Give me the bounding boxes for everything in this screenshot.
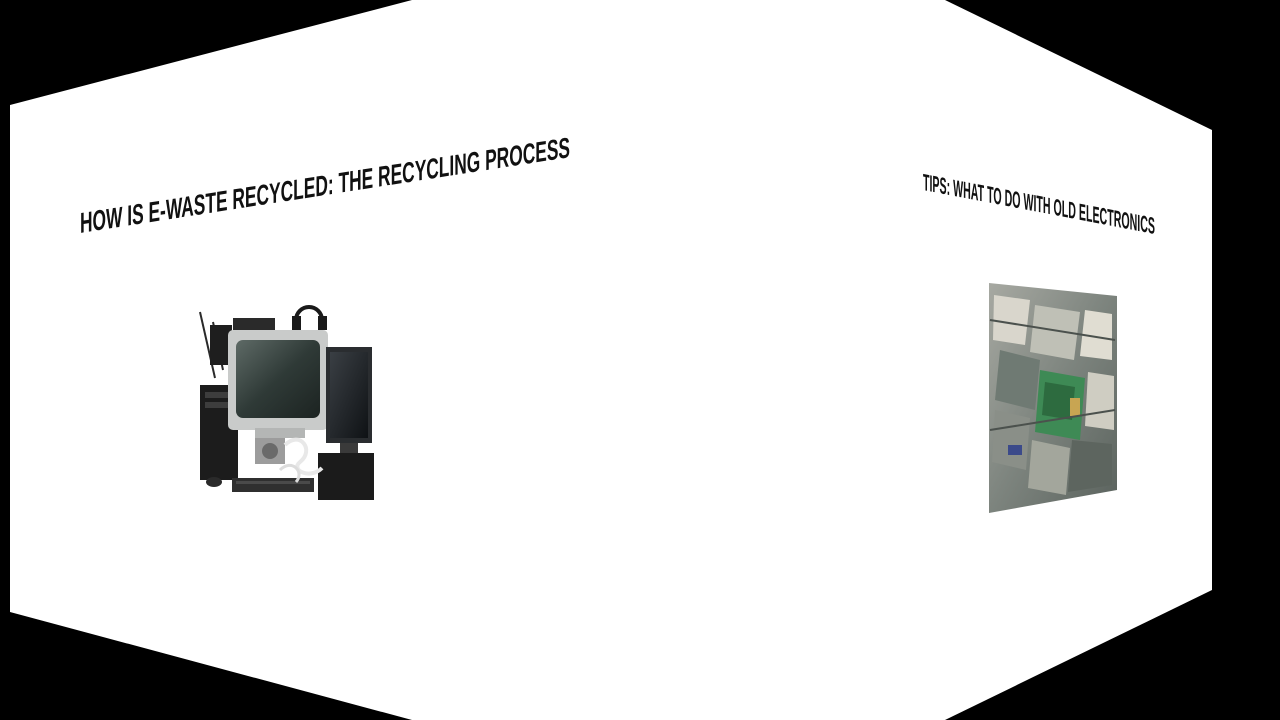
right-panel-face [700, 0, 1212, 720]
old-electronics-pile-icon [199, 305, 374, 500]
left-panel-face [10, 0, 740, 720]
scrap-computer-parts-icon [989, 283, 1117, 513]
